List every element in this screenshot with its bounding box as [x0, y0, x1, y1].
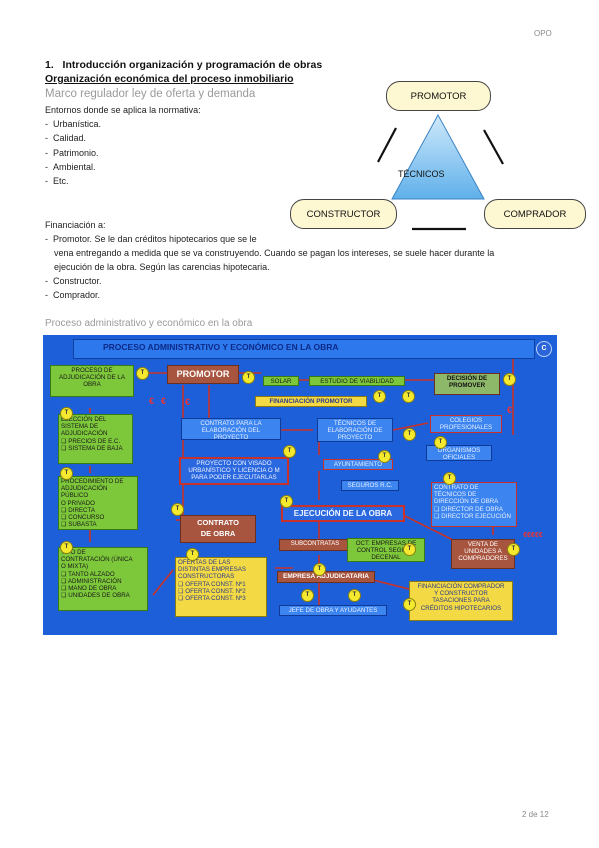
box-seguros: SEGUROS R.C.: [341, 480, 399, 491]
t-marker: T: [60, 467, 73, 480]
header-label: OPO: [534, 29, 552, 38]
list-item: - Ambiental.: [45, 161, 96, 172]
t-marker: T: [60, 407, 73, 420]
box-empresa-adjudicataria: EMPRESA ADJUDICATARIA: [277, 571, 375, 583]
box-eleccion-sistema: ELECCIÓN DEL SISTEMA DE ADJUDICACIÓN ❑ P…: [58, 414, 133, 464]
t-marker: T: [378, 450, 391, 463]
section-heading: 1. Introducción organización y programac…: [45, 59, 322, 71]
financiacion-continuation: vena entregando a medida que se va const…: [54, 248, 495, 258]
box-tipo-contratacion: TIPO DE CONTRATACIÓN (ÚNICA O MIXTA) ❑ T…: [58, 547, 148, 611]
financiacion-label: Financiación a:: [45, 220, 106, 230]
t-marker: T: [403, 543, 416, 556]
t-marker: T: [283, 445, 296, 458]
box-contrato-obra: CONTRATO DE OBRA: [180, 515, 256, 543]
box-ejecucion-obra: EJECUCIÓN DE LA OBRA: [281, 505, 405, 522]
t-marker: T: [136, 367, 149, 380]
box-promotor: PROMOTOR: [167, 365, 239, 384]
subsubtitle: Marco regulador ley de oferta y demanda: [45, 88, 256, 100]
diagram-promotor: PROMOTOR: [386, 81, 491, 111]
box-contrato-tecnicos: CONTRATO DE TÉCNICOS DE DIRECCIÓN DE OBR…: [431, 482, 517, 527]
box-jefe-obra: JEFE DE OBRA Y AYUDANTES: [279, 605, 387, 616]
euro-mark: €: [185, 397, 191, 407]
t-marker: T: [507, 543, 520, 556]
t-marker: T: [186, 548, 199, 561]
t-marker: T: [402, 390, 415, 403]
diagram-comprador: COMPRADOR: [484, 199, 586, 229]
t-marker: T: [403, 598, 416, 611]
subtitle: Organización económica del proceso inmob…: [45, 73, 294, 85]
euro-mark: €: [161, 396, 167, 406]
t-marker: T: [171, 503, 184, 516]
list-item: - Etc.: [45, 176, 69, 187]
t-marker: T: [348, 589, 361, 602]
intro-text: Entornos donde se aplica la normativa:: [45, 105, 201, 115]
t-marker: T: [443, 472, 456, 485]
section-number: 1.: [45, 59, 54, 71]
t-marker: T: [60, 541, 73, 554]
list-item: - Calidad.: [45, 133, 87, 144]
t-marker: T: [434, 436, 447, 449]
box-venta: VENTA DE UNIDADES A COMPRADORES: [451, 539, 515, 569]
box-colegios: COLEGIOS PROFESIONALES: [430, 415, 502, 433]
t-marker: T: [242, 371, 255, 384]
diagram-tecnicos: TÉCNICOS: [398, 169, 445, 179]
process-slide: PROCESO ADMINISTRATIVO Y ECONÓMICO EN LA…: [43, 335, 557, 635]
list-item: - Promotor. Se le dan créditos hipotecar…: [45, 234, 257, 244]
list-item: - Constructor.: [45, 276, 102, 286]
box-decision-promover: DECISIÓN DE PROMOVER: [434, 373, 500, 395]
euro-mark: €: [507, 405, 513, 415]
section-title: Introducción organización y programación…: [62, 59, 323, 71]
box-organismos: ORGANISMOS OFICIALES: [426, 445, 492, 461]
diagram-constructor: CONSTRUCTOR: [290, 199, 397, 229]
box-procedimiento: PROCEDIMIENTO DE ADJUDICACIÓN PÚBLICO O …: [58, 476, 138, 530]
t-marker: T: [280, 495, 293, 508]
euro-mark: €: [149, 396, 155, 406]
box-proceso-adjudicacion: PROCESO DE ADJUDICACIÓN DE LA OBRA: [50, 365, 134, 397]
slide-nav-icon: C: [536, 341, 552, 357]
box-estudio-viabilidad: ESTUDIO DE VIABILIDAD: [309, 376, 405, 386]
box-ayuntamiento: AYUNTAMIENTO: [323, 459, 393, 470]
list-item: - Urbanística.: [45, 119, 102, 129]
slide-title: PROCESO ADMINISTRATIVO Y ECONÓMICO EN LA…: [103, 342, 339, 352]
page-number: 2 de 12: [522, 810, 549, 819]
box-contrato-proyecto: CONTRATO PARA LA ELABORACIÓN DEL PROYECT…: [181, 418, 281, 441]
t-marker: T: [403, 428, 416, 441]
box-proyecto-visado: PROYECTO CON VISADO URBANÍSTICO Y LICENC…: [179, 457, 289, 485]
agents-triangle: [377, 113, 504, 231]
box-solar: SOLAR: [263, 376, 299, 386]
t-marker: T: [301, 589, 314, 602]
box-financiacion-promotor: FINANCIACIÓN PROMOTOR: [255, 396, 367, 407]
financiacion-continuation: ejecución de la obra. Según las carencia…: [54, 262, 270, 272]
normativa-list: - Urbanística. - Calidad. - Patrimonio. …: [45, 117, 101, 188]
t-marker: T: [503, 373, 516, 386]
box-ofertas: OFERTAS DE LAS DISTINTAS EMPRESAS CONSTR…: [175, 557, 267, 617]
list-item: - Comprador.: [45, 290, 101, 300]
box-tecnicos-elaboracion: TÉCNICOS DE ELABORACIÓN DE PROYECTO: [317, 418, 393, 442]
box-subcontratas: SUBCONTRATAS: [279, 539, 351, 551]
section2-title: Proceso administrativo y económico en la…: [45, 318, 253, 329]
t-marker: T: [373, 390, 386, 403]
euro-marks: €€€€€: [523, 532, 543, 539]
t-marker: T: [313, 563, 326, 576]
box-financiacion-comprador: FINANCIACIÓN COMPRADOR Y CONSTRUCTOR TAS…: [409, 581, 513, 621]
list-item: - Patrimonio.: [45, 147, 99, 158]
